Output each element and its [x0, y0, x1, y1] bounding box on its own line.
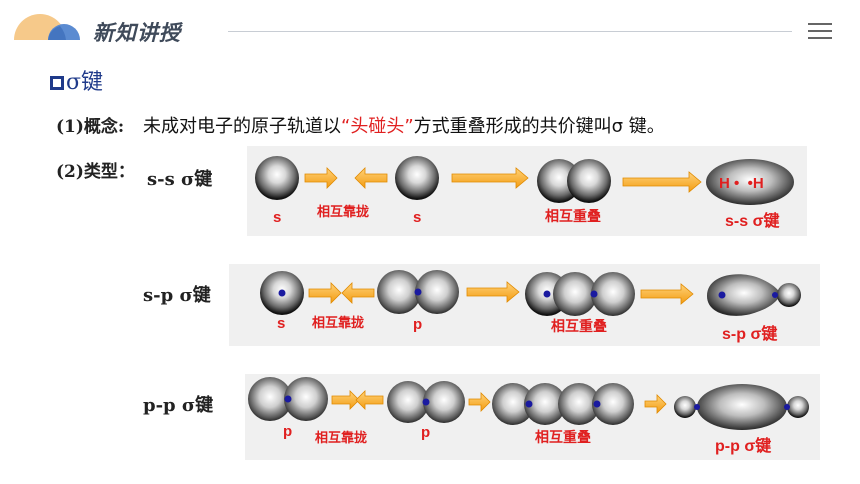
pp-overlap-lobe-4 [592, 383, 634, 425]
sp-nucleus-a [278, 289, 286, 297]
pp-orbital-b-lobe-1 [387, 381, 429, 423]
concept-highlight: “头碰头” [341, 116, 414, 137]
pp-overlap-nucleus-b [593, 400, 601, 408]
menu-icon[interactable] [806, 20, 834, 42]
concept-label: (1)概念: [56, 117, 125, 137]
sp-orbital-a-label: s [277, 315, 285, 332]
logo-icon [14, 14, 80, 40]
pp-overlap-label: 相互重叠 [535, 429, 591, 445]
sp-diagram: s 相互靠拢 p 相互重叠 s-p σ键 [229, 264, 820, 346]
pp-overlap-lobe-2 [524, 383, 566, 425]
pp-orbital-a-lobe-1 [248, 377, 292, 421]
ss-orbital-b-label: s [413, 209, 421, 226]
pp-molecule-end-b [787, 396, 809, 418]
ss-arrow-result-icon [622, 171, 702, 193]
sp-molecule-nucleus-b [772, 292, 778, 298]
concept-text-before: 未成对电子的原子轨道以 [143, 116, 341, 137]
ss-arrow-left-icon [354, 167, 388, 189]
pp-result-label: p-p σ键 [715, 436, 771, 455]
pp-approach-label: 相互靠拢 [315, 430, 367, 445]
row-label-sp: s-p σ键 [143, 285, 211, 306]
ss-overlap-label: 相互重叠 [545, 208, 601, 224]
sp-molecule-body [707, 274, 781, 316]
header-divider [228, 31, 792, 32]
pp-orbital-a-label: p [283, 423, 292, 440]
section-title: σ键 [50, 64, 103, 96]
pp-molecule-nucleus-b [784, 404, 790, 410]
pp-arrow-overlap-icon [468, 392, 491, 412]
types-label: (2)类型： [56, 162, 135, 182]
pp-molecule-body [697, 384, 787, 430]
pp-overlap-lobe-3 [558, 383, 600, 425]
pp-overlap-lobe-1 [492, 383, 534, 425]
sp-molecule-s-end [777, 283, 801, 307]
row-label-pp: p-p σ键 [143, 395, 214, 416]
sp-nucleus-b [414, 288, 422, 296]
pp-orbital-a-lobe-2 [284, 377, 328, 421]
ss-diagram: s 相互靠拢 s 相互重叠 H • •H s-s σ键 [247, 146, 807, 236]
pp-diagram: p 相互靠拢 p 相互重叠 p-p σ键 [245, 374, 820, 460]
sp-arrow-right-icon [308, 282, 342, 304]
sp-overlap-p-a [553, 272, 597, 316]
sp-orbital-b-label: p [413, 316, 422, 333]
pp-overlap-nucleus-a [525, 400, 533, 408]
ss-arrow-overlap-icon [451, 167, 529, 189]
concept-text-after: 方式重叠形成的共价键叫σ 键。 [413, 116, 665, 137]
sp-molecule-nucleus-a [718, 291, 726, 299]
row-label-ss: s-s σ键 [147, 169, 213, 190]
sp-p-lobe-b [415, 270, 459, 314]
ss-result-label: s-s σ键 [725, 211, 780, 230]
ss-approach-label: 相互靠拢 [317, 204, 369, 219]
ss-h2-molecule [706, 159, 794, 205]
ss-molecule-label: H • •H [719, 175, 764, 192]
ss-orbital-a-label: s [273, 209, 281, 226]
sp-arrow-overlap-icon [466, 281, 520, 303]
sp-approach-label: 相互靠拢 [312, 315, 364, 330]
sp-result-label: s-p σ键 [722, 324, 777, 343]
section-title-text: σ键 [66, 70, 104, 95]
square-bullet-icon [50, 76, 64, 90]
pp-molecule-end-a [674, 396, 696, 418]
brand-title: 新知讲授 [93, 21, 181, 45]
pp-orbital-b-lobe-2 [423, 381, 465, 423]
ss-orbital-a [255, 156, 299, 200]
concept-text: 未成对电子的原子轨道以“头碰头”方式重叠形成的共价键叫σ 键。 [143, 112, 665, 138]
sp-overlap-p-b [591, 272, 635, 316]
sp-overlap-nucleus-a [543, 290, 551, 298]
pp-orbital-b-label: p [421, 424, 430, 441]
sp-overlap-nucleus-b [590, 290, 598, 298]
ss-overlap-b [567, 159, 611, 203]
ss-arrow-right-icon [304, 167, 338, 189]
pp-arrow-right-icon [331, 390, 360, 410]
pp-nucleus-a [284, 395, 292, 403]
sp-overlap-label: 相互重叠 [551, 318, 607, 334]
pp-arrow-left-icon [355, 390, 384, 410]
sp-p-lobe-a [377, 270, 421, 314]
pp-arrow-result-icon [644, 394, 667, 414]
sp-arrow-result-icon [640, 283, 694, 305]
sp-arrow-left-icon [341, 282, 375, 304]
pp-nucleus-b [422, 398, 430, 406]
pp-molecule-nucleus-a [694, 404, 700, 410]
ss-orbital-b [395, 156, 439, 200]
